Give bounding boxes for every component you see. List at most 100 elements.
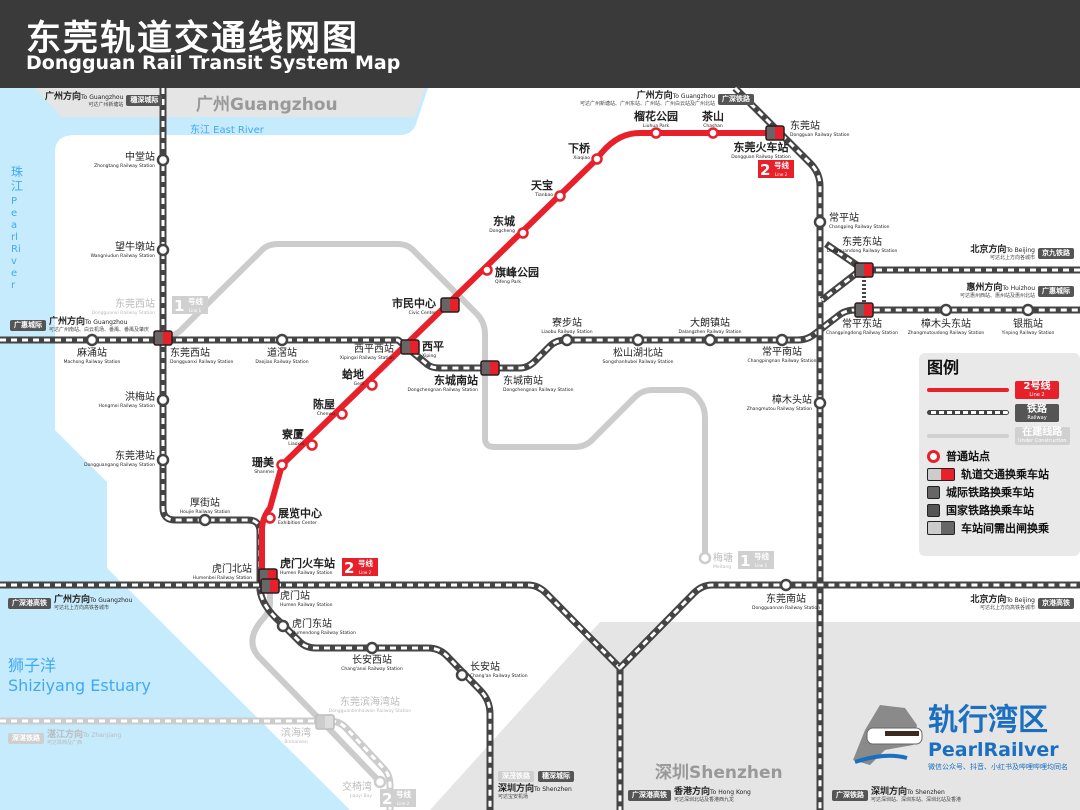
railway-badge: 广深铁路 [832, 790, 868, 802]
map-subtitle: Dongguan Rail Transit System Map [26, 52, 401, 74]
badge-number: 2 [760, 161, 770, 179]
station-name-en: Dongcheng [489, 228, 515, 234]
station-name-zh: 道滘站 [267, 346, 297, 359]
station-circle-icon [813, 396, 827, 410]
station-name-zh: 虎门火车站 [280, 556, 335, 570]
east-river-label: 东江 East River [190, 125, 264, 136]
station-name-en: Dongguan Railway Station [790, 132, 850, 138]
intercity-interchange-icon [927, 485, 940, 499]
station-name-en: Liuhua Park [643, 123, 670, 129]
station-circle-icon [775, 333, 789, 347]
station-name-en: Chenwu [317, 411, 335, 417]
station-name-zh: 常平站 [829, 211, 859, 224]
direction-zh: 北京方向 [970, 245, 1007, 255]
legend-railway-en: Railway [1027, 414, 1047, 421]
station-name-zh: 茶山 [701, 109, 724, 123]
station-name-zh: 寮厦 [281, 427, 305, 441]
station-name-en: Changpingdong Railway Station [826, 330, 898, 336]
station-name-zh: 东莞火车站 [734, 140, 789, 154]
station-name-zh: 旗峰公园 [495, 265, 539, 279]
legend-construction: 在建线路 [1022, 426, 1063, 438]
direction-zh: 香港方向 [674, 787, 711, 797]
station-name-zh: 松山湖北站 [613, 346, 663, 359]
station-circle-icon [650, 127, 662, 139]
station-name-zh: 东莞港站 [115, 449, 155, 462]
station-name-zh: 东莞东站 [842, 235, 882, 248]
direction-en: To Shenzhen [907, 789, 945, 796]
legend-railway: 铁路 [1027, 403, 1047, 415]
header: 东莞轨道交通线网图 Dongguan Rail Transit System M… [0, 0, 1080, 88]
direction-zh: 广州方向 [45, 92, 82, 102]
badge-bg [342, 558, 378, 576]
direction-zh: 深圳方向 [871, 787, 908, 797]
station-name-zh: 西平西站 [354, 342, 394, 355]
railway-badge: 广深铁路 [718, 94, 755, 106]
badge-number: 2 [344, 559, 354, 577]
station-name-en: Binhaiwan [284, 739, 307, 745]
station-name-zh: 东城南站 [503, 374, 543, 387]
station-name-en: Liaoxia [288, 441, 304, 447]
railway-track-dash [0, 583, 622, 810]
badge-label: 号线 [774, 160, 789, 170]
railway-badge: 穗深城际 [126, 95, 163, 107]
station-name-en: Daojiao Railway Station [255, 359, 308, 365]
